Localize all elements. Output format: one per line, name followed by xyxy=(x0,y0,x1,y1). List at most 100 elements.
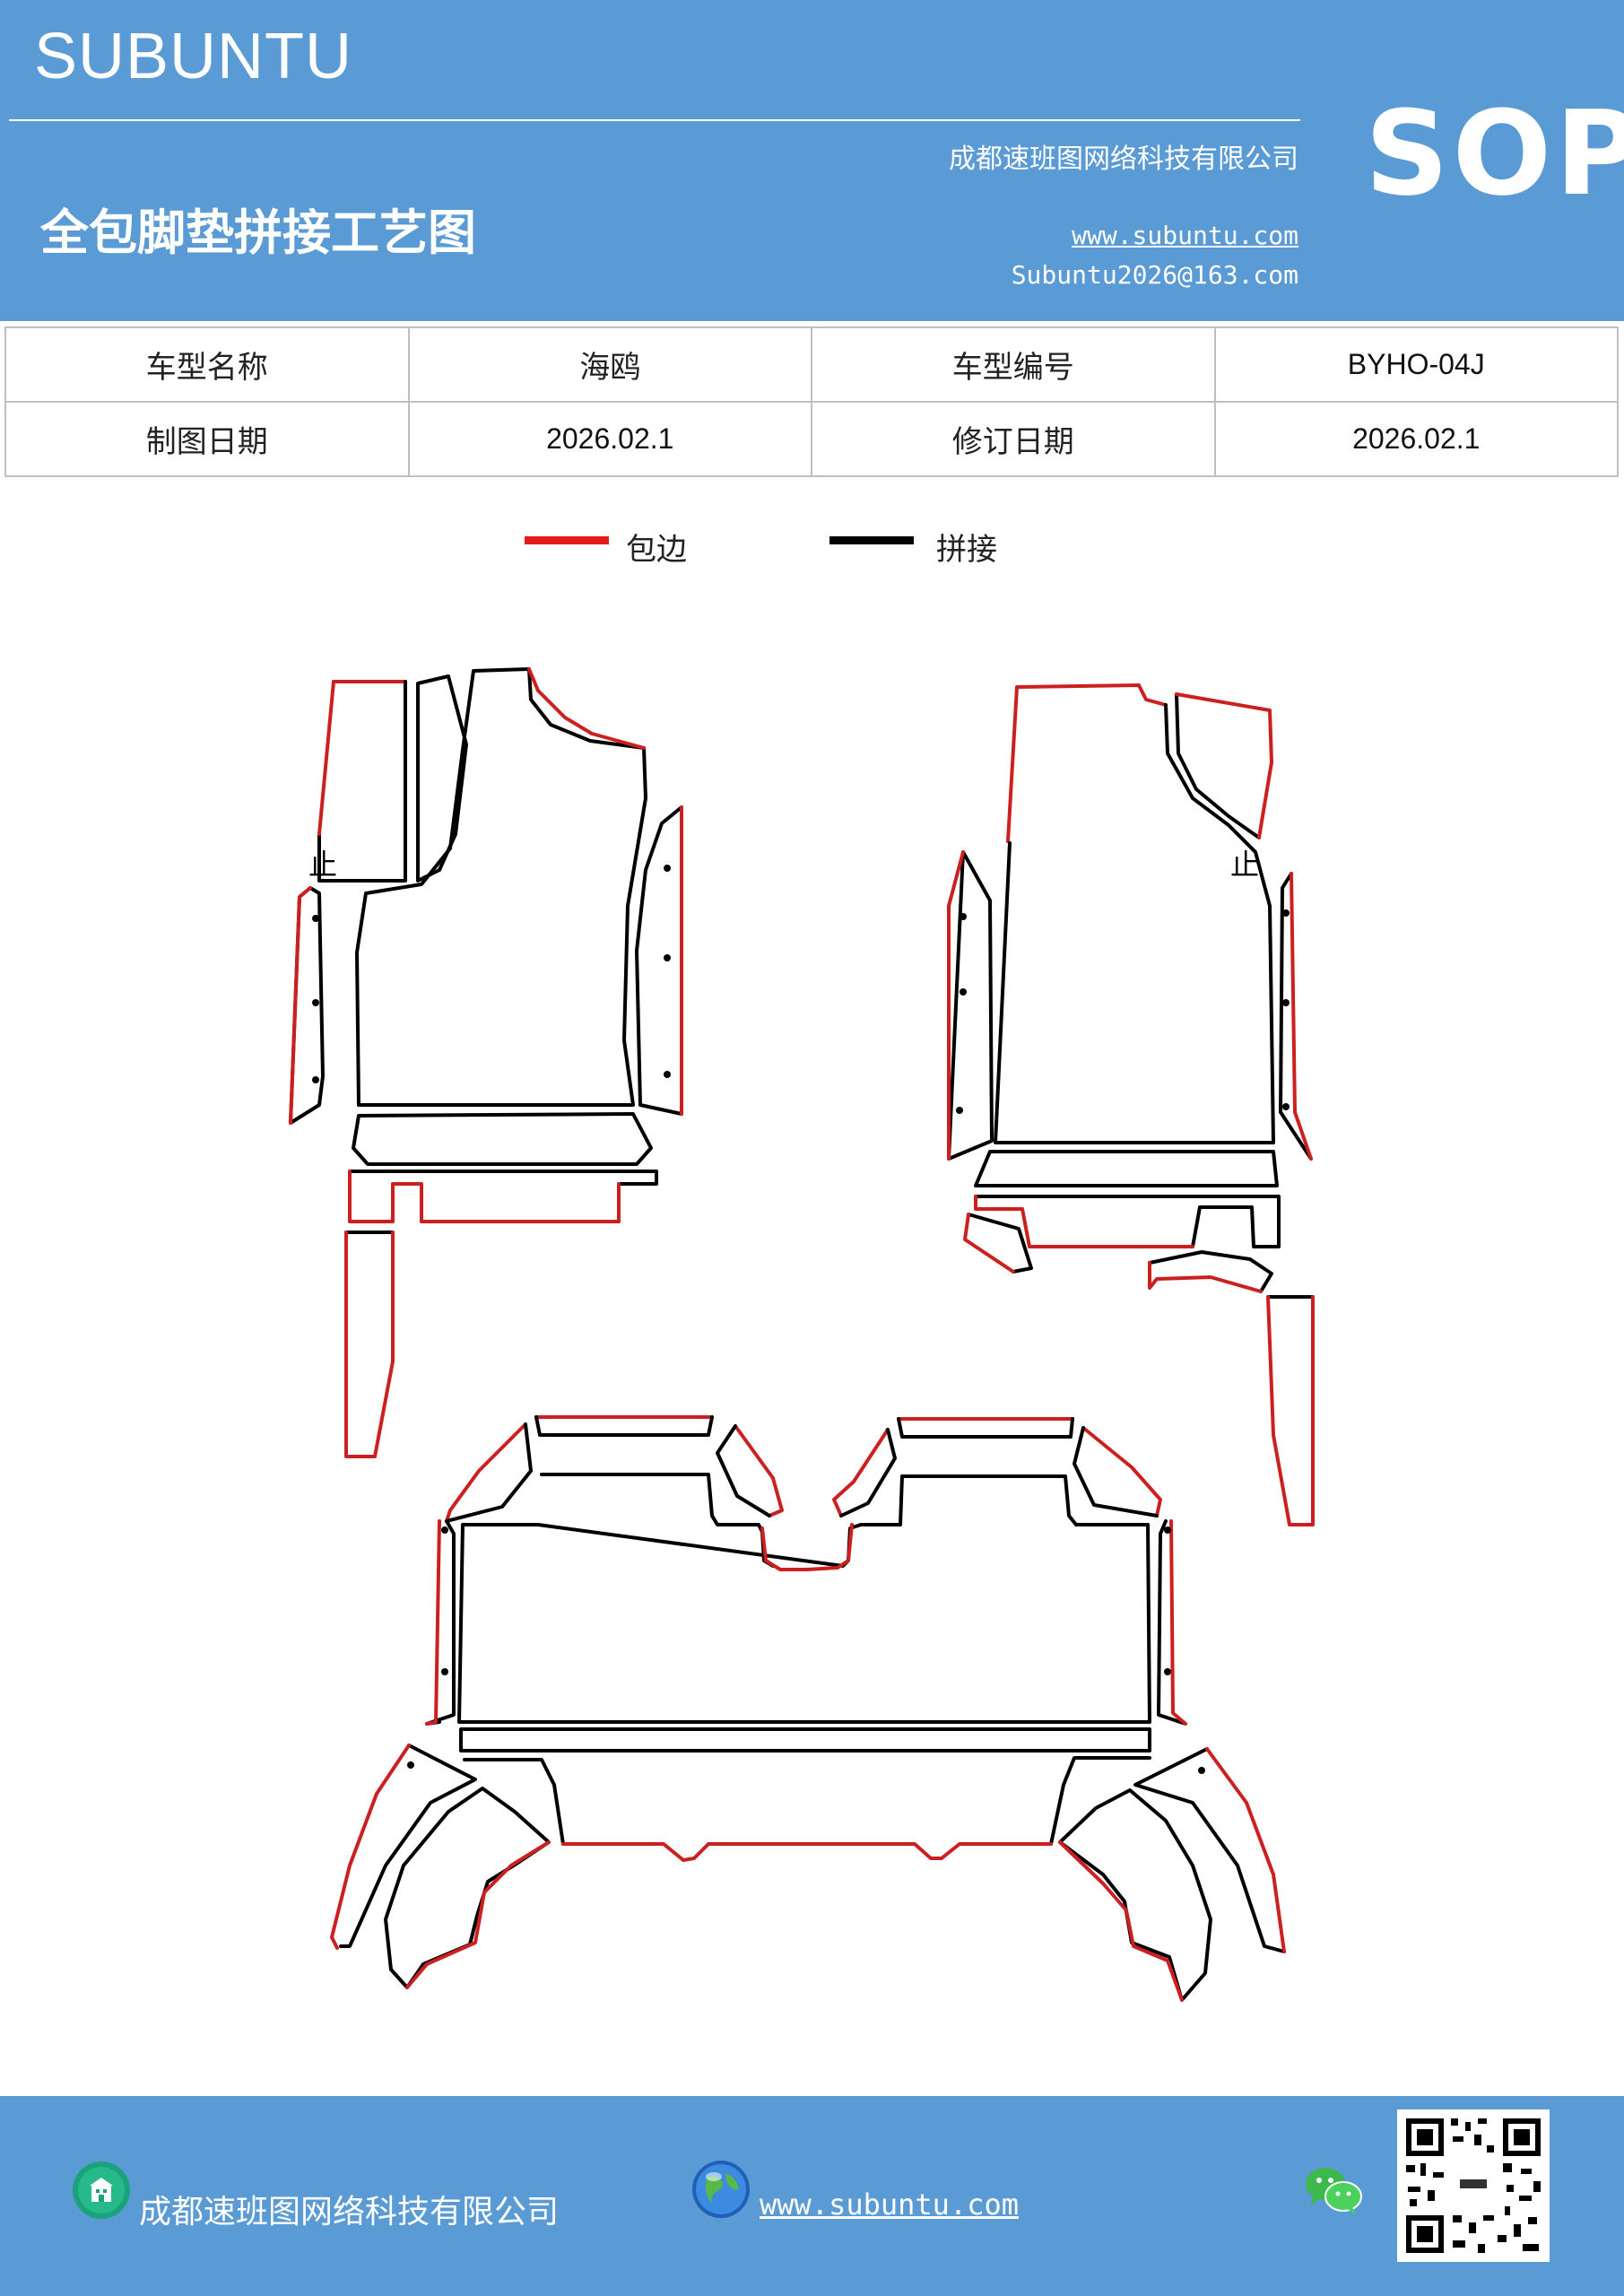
mat-piece xyxy=(1058,1788,1212,2002)
mat-piece xyxy=(445,1422,527,1523)
mat-piece xyxy=(974,1195,1194,1248)
qr-code[interactable] xyxy=(1397,2109,1550,2266)
mat-piece xyxy=(963,1213,1015,1274)
mat-piece xyxy=(832,1428,890,1518)
stitch-dot xyxy=(407,1761,414,1769)
label-model-name: 车型名称 xyxy=(4,326,410,403)
stitch-dot xyxy=(664,865,671,872)
front-left-mat-group: 止 xyxy=(289,667,683,1458)
mat-piece xyxy=(1133,1747,1286,1953)
mat-piece xyxy=(635,805,683,1116)
table-row: 车型名称 海鸥 车型编号 BYHO-04J xyxy=(4,326,1619,403)
stop-mark: 止 xyxy=(1230,848,1259,882)
mat-piece xyxy=(348,1170,621,1223)
legend-swatch-seam xyxy=(829,536,914,544)
legend-label-seam: 拼接 xyxy=(936,532,997,568)
stitch-dot xyxy=(441,1668,448,1675)
mat-piece xyxy=(1290,872,1313,1161)
mat-piece xyxy=(1279,872,1313,1161)
mat-piece xyxy=(1006,683,1168,843)
mat-piece xyxy=(1205,1747,1286,1953)
stitch-dot xyxy=(1282,909,1290,917)
info-table: 车型名称 海鸥 车型编号 BYHO-04J 制图日期 2026.02.1 修订日… xyxy=(4,326,1619,477)
mat-piece xyxy=(839,1428,897,1518)
mat-piece xyxy=(317,680,335,836)
mat-piece xyxy=(384,1787,551,1989)
mat-piece xyxy=(760,1523,854,1571)
value-revise-date: 2026.02.1 xyxy=(1213,401,1619,477)
mat-piece xyxy=(348,1170,658,1186)
stitch-dot xyxy=(1282,999,1290,1006)
footer-banner: 成都速班图网络科技有限公司 www.subuntu.com xyxy=(0,2096,1624,2296)
stitch-dot xyxy=(1164,1526,1171,1534)
company-name: 成都速班图网络科技有限公司 xyxy=(949,144,1298,175)
mat-piece xyxy=(947,850,994,1161)
value-model-name: 海鸥 xyxy=(407,326,812,403)
header-banner: SUBUNTU 全包脚垫拼接工艺图 成都速班图网络科技有限公司 www.subu… xyxy=(0,0,1624,321)
mat-piece xyxy=(716,1424,771,1518)
stitch-dot xyxy=(1282,1103,1290,1110)
mat-piece xyxy=(1148,1250,1273,1293)
stop-mark: 止 xyxy=(308,848,337,882)
mat-piece xyxy=(339,1744,477,1948)
label-draw-date: 制图日期 xyxy=(4,401,410,477)
stitch-dot xyxy=(312,1076,319,1083)
stitch-dot xyxy=(312,999,319,1006)
mat-piece xyxy=(1081,1426,1162,1518)
value-model-code: BYHO-04J xyxy=(1213,326,1619,403)
mat-piece xyxy=(974,1150,1279,1187)
mat-piece xyxy=(352,1112,653,1166)
sop-badge: SOP xyxy=(1365,85,1624,222)
document-title: 全包脚垫拼接工艺图 xyxy=(40,204,476,261)
mat-piece xyxy=(1175,692,1261,839)
mat-piece xyxy=(445,1422,533,1523)
stitch-dot xyxy=(664,1071,671,1078)
stitch-dot xyxy=(664,954,671,961)
mat-piece xyxy=(1169,1519,1187,1726)
mat-piece xyxy=(1058,1840,1184,2002)
mat-piece xyxy=(1266,1295,1315,1526)
website-link[interactable]: www.subuntu.com xyxy=(1072,221,1298,250)
mat-piece xyxy=(425,1519,441,1726)
mat-piece xyxy=(947,850,965,1161)
mat-piece xyxy=(1148,1261,1263,1293)
building-icon xyxy=(72,2161,131,2223)
mat-piece xyxy=(994,703,1275,1144)
stitch-dot xyxy=(960,913,967,920)
legend-swatch-edge xyxy=(525,536,609,544)
footer-website-link[interactable]: www.subuntu.com xyxy=(760,2187,1019,2222)
mat-piece xyxy=(416,674,468,883)
header-divider xyxy=(9,119,1300,121)
front-right-mat-group: 止 xyxy=(947,683,1315,1526)
stitch-dot xyxy=(1198,1767,1205,1774)
label-model-code: 车型编号 xyxy=(811,326,1216,403)
mat-piece xyxy=(317,680,407,883)
mat-piece xyxy=(967,1213,1033,1274)
stitch-dot xyxy=(312,915,319,922)
email-address: Subuntu2026@163.com xyxy=(1011,260,1298,290)
legend: 包边 拼接 xyxy=(0,525,1624,578)
mat-piece xyxy=(974,1195,1281,1248)
mat-piece xyxy=(330,1744,411,1950)
mat-piece xyxy=(463,1756,1151,1846)
mat-piece xyxy=(344,1231,395,1458)
floor-mat-diagram: 止 止 xyxy=(289,667,1315,2002)
stitch-dot xyxy=(956,1107,963,1114)
brand-name: SUBUNTU xyxy=(34,21,353,92)
wechat-icon xyxy=(1304,2164,1363,2220)
mat-piece xyxy=(527,667,646,750)
mat-piece xyxy=(897,1417,1074,1439)
globe-icon xyxy=(690,2159,751,2223)
stitch-dot xyxy=(1164,1668,1171,1675)
value-draw-date: 2026.02.1 xyxy=(407,401,812,477)
footer-company-name: 成都速班图网络科技有限公司 xyxy=(139,2194,560,2231)
mat-piece xyxy=(405,1840,551,1989)
mat-piece xyxy=(459,1727,1151,1752)
mat-piece xyxy=(1157,1519,1187,1726)
legend-label-edge: 包边 xyxy=(626,532,687,568)
mat-piece xyxy=(534,1415,714,1437)
mat-piece xyxy=(734,1424,784,1518)
mat-piece xyxy=(457,1473,1151,1724)
stitch-dot xyxy=(441,1526,448,1534)
mat-piece xyxy=(289,886,312,1125)
